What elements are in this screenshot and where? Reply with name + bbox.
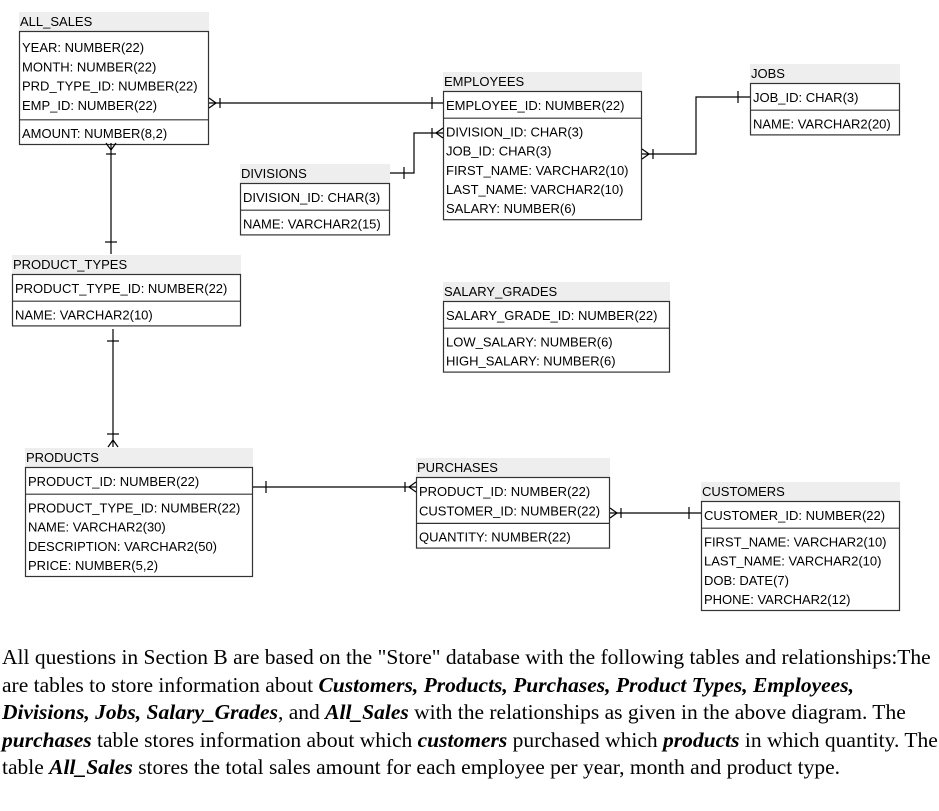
entity-header xyxy=(701,482,900,501)
caption-emphasis-customers: customers xyxy=(417,727,508,752)
entity-product-types: PRODUCT_TYPES PRODUCT_TYPE_ID: NUMBER(22)… xyxy=(11,255,242,327)
attribute: NAME: VARCHAR2(20) xyxy=(753,116,891,131)
attribute: LAST_NAME: VARCHAR2(10) xyxy=(704,554,881,569)
caption-text: All questions in Section B are based on … xyxy=(2,645,931,697)
entity-box xyxy=(415,476,611,549)
entity-name: CUSTOMERS xyxy=(702,484,785,499)
entity-box xyxy=(442,300,671,373)
entity-name: PURCHASES xyxy=(417,460,498,475)
relationship-allsales-employees xyxy=(208,97,443,109)
caption-emphasis-all-sales: All_Sales xyxy=(49,755,133,779)
entity-header xyxy=(416,458,610,477)
caption-text: in which quantity. The table xyxy=(2,727,938,780)
entity-name: PRODUCT_TYPES xyxy=(13,257,127,272)
key-attribute: CUSTOMER_ID: NUMBER(22) xyxy=(419,503,600,518)
relationship-purchases-customers xyxy=(609,507,701,519)
caption-text: stores the total sales amount for each e… xyxy=(132,755,841,779)
attribute: AMOUNT: NUMBER(8,2) xyxy=(22,126,167,141)
entity-name: EMPLOYEES xyxy=(444,74,525,89)
relationship-lines xyxy=(105,91,750,519)
key-attribute: YEAR: NUMBER(22) xyxy=(22,40,144,55)
caption-emphasis-purchases: purchases xyxy=(2,727,92,752)
caption-emphasis-all-sales: All_Sales xyxy=(325,700,409,724)
entity-box xyxy=(24,466,254,578)
entity-box xyxy=(18,30,210,146)
entity-name: SALARY_GRADES xyxy=(444,284,558,299)
key-attribute: EMPLOYEE_ID: NUMBER(22) xyxy=(446,98,624,113)
entity-header xyxy=(12,255,241,274)
key-attribute: CUSTOMER_ID: NUMBER(22) xyxy=(704,508,885,523)
caption-emphasis-tables: Customers, Products, Purchases, Product … xyxy=(2,672,854,725)
caption-text: purchased which xyxy=(507,727,664,752)
caption-text: , and xyxy=(277,700,326,724)
relationship-employees-jobs xyxy=(641,91,750,160)
entity-header xyxy=(750,64,900,83)
attribute: NAME: VARCHAR2(30) xyxy=(28,520,166,535)
attribute: DIVISION_ID: CHAR(3) xyxy=(446,124,583,139)
entity-all-sales: ALL_SALES YEAR: NUMBER(22) MONTH: NUMBER(2… xyxy=(18,12,210,146)
caption-text: with the relationships as given in the a… xyxy=(408,700,906,724)
relationship-allsales-producttypes xyxy=(105,142,117,254)
entity-box xyxy=(11,273,242,327)
entity-name: ALL_SALES xyxy=(20,14,93,29)
key-attribute: SALARY_GRADE_ID: NUMBER(22) xyxy=(446,308,657,323)
attribute: NAME: VARCHAR2(15) xyxy=(243,216,381,231)
section-b-description: All questions in Section B are based on … xyxy=(2,644,938,782)
entity-box xyxy=(700,500,901,612)
caption-text: table stores information about which xyxy=(91,727,418,752)
relationship-products-purchases xyxy=(253,481,417,493)
entity-box xyxy=(239,182,391,236)
entity-header xyxy=(25,448,253,467)
attribute: PHONE: VARCHAR2(12) xyxy=(704,592,850,607)
entity-jobs: JOBS JOB_ID: CHAR(3) NAME: VARCHAR2(20) xyxy=(749,64,901,136)
key-attribute: PRD_TYPE_ID: NUMBER(22) xyxy=(22,79,198,94)
key-attribute: PRODUCT_ID: NUMBER(22) xyxy=(28,474,199,489)
entity-box xyxy=(442,90,643,221)
entity-name: PRODUCTS xyxy=(26,450,99,465)
attribute: NAME: VARCHAR2(10) xyxy=(15,307,153,322)
entity-purchases: PURCHASES PRODUCT_ID: NUMBER(22) CUSTOMER_… xyxy=(415,458,611,549)
attribute: LAST_NAME: VARCHAR2(10) xyxy=(446,182,623,197)
key-attribute: PRODUCT_ID: NUMBER(22) xyxy=(419,484,590,499)
entity-header xyxy=(443,282,670,301)
entity-divisions: DIVISIONS DIVISION_ID: CHAR(3) NAME: VARCH… xyxy=(239,164,391,236)
attribute: HIGH_SALARY: NUMBER(6) xyxy=(446,354,616,369)
entity-header xyxy=(19,12,209,31)
entity-name: DIVISIONS xyxy=(241,166,307,181)
attribute: FIRST_NAME: VARCHAR2(10) xyxy=(446,163,629,178)
entity-salary-grades: SALARY_GRADES SALARY_GRADE_ID: NUMBER(22)… xyxy=(442,282,671,373)
attribute: LOW_SALARY: NUMBER(6) xyxy=(446,334,613,349)
attribute: QUANTITY: NUMBER(22) xyxy=(419,530,571,545)
attribute: DESCRIPTION: VARCHAR2(50) xyxy=(28,539,217,554)
entity-customers: CUSTOMERS CUSTOMER_ID: NUMBER(22) FIRST_NA… xyxy=(700,482,901,612)
er-diagram: ALL_SALES YEAR: NUMBER(22) MONTH: NUMBER(2… xyxy=(11,12,901,612)
key-attribute: JOB_ID: CHAR(3) xyxy=(753,90,858,105)
key-attribute: EMP_ID: NUMBER(22) xyxy=(22,98,157,113)
entity-products: PRODUCTS PRODUCT_ID: NUMBER(22) PRODUCT_TY… xyxy=(24,448,254,578)
entity-name: JOBS xyxy=(751,66,785,81)
relationship-employees-divisions xyxy=(390,127,444,179)
entity-box xyxy=(749,82,901,136)
attribute: SALARY: NUMBER(6) xyxy=(446,201,576,216)
attribute: JOB_ID: CHAR(3) xyxy=(446,144,551,159)
attribute: PRICE: NUMBER(5,2) xyxy=(28,558,158,573)
key-attribute: PRODUCT_TYPE_ID: NUMBER(22) xyxy=(15,281,227,296)
key-attribute: MONTH: NUMBER(22) xyxy=(22,59,156,74)
attribute: FIRST_NAME: VARCHAR2(10) xyxy=(704,534,887,549)
attribute: DOB: DATE(7) xyxy=(704,573,789,588)
attribute: PRODUCT_TYPE_ID: NUMBER(22) xyxy=(28,500,240,515)
relationship-producttypes-products xyxy=(107,329,119,448)
key-attribute: DIVISION_ID: CHAR(3) xyxy=(243,190,380,205)
entity-header xyxy=(443,72,642,91)
entity-employees: EMPLOYEES EMPLOYEE_ID: NUMBER(22) DIVISION… xyxy=(442,72,643,221)
caption-emphasis-products: products xyxy=(663,727,740,752)
entity-header xyxy=(240,164,390,183)
